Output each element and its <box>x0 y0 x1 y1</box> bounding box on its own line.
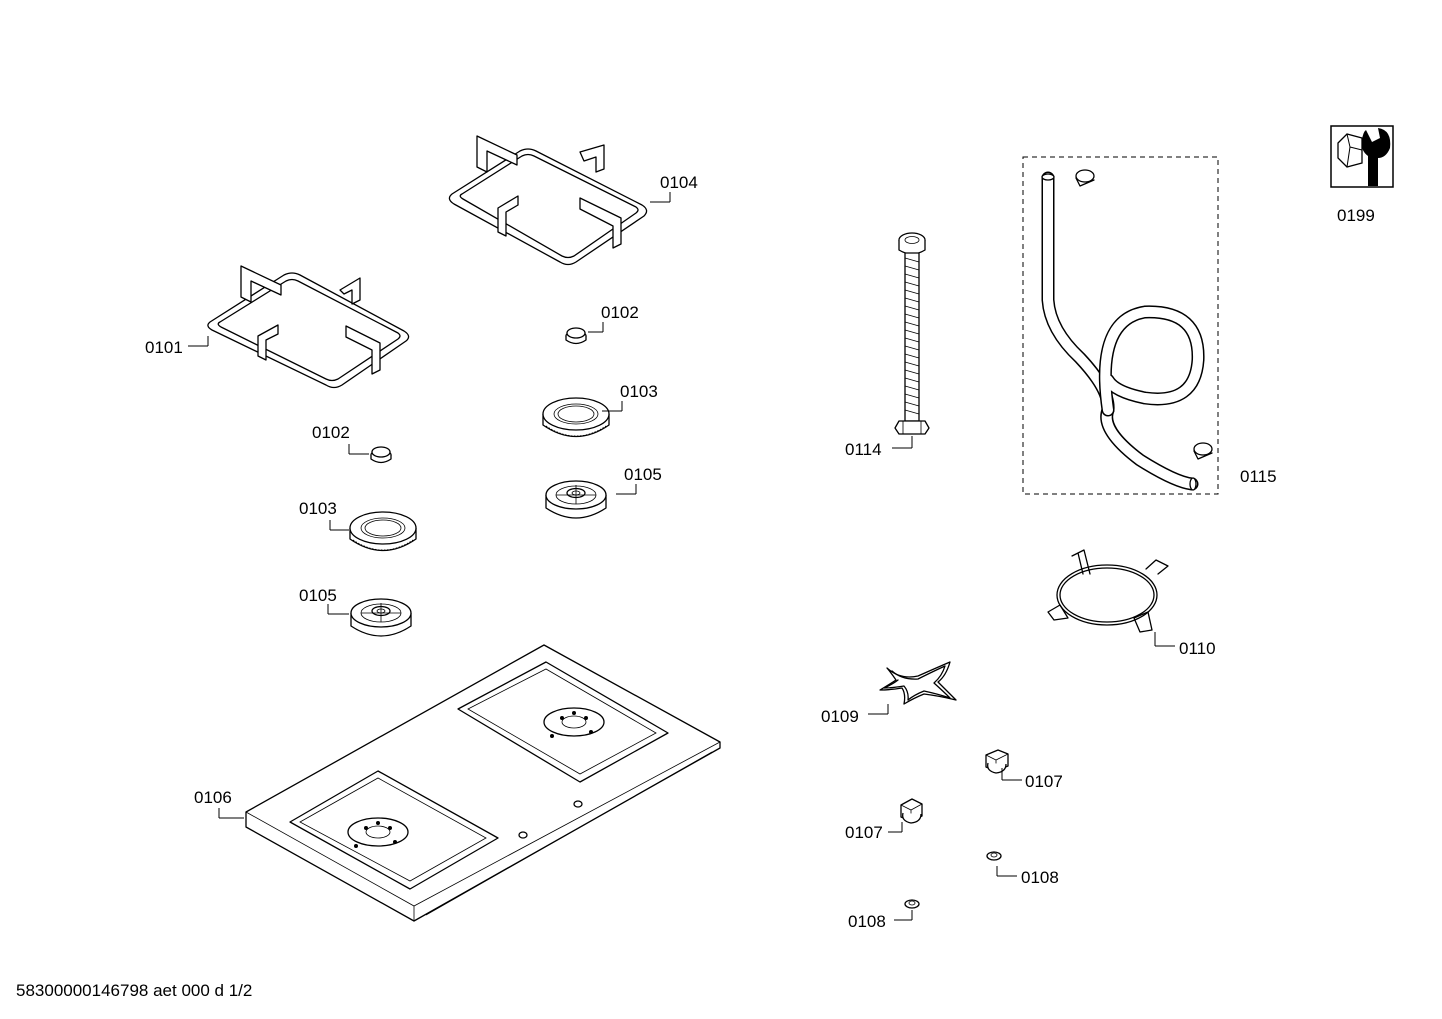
hose-clamp-top <box>1075 169 1095 187</box>
knob-bezel-0108-left <box>904 899 920 909</box>
simmer-plate-0109 <box>879 661 957 705</box>
callout-0101: 0101 <box>145 338 183 357</box>
gas-hose-0115 <box>1041 171 1205 491</box>
burner-ring-0103-left <box>349 511 417 552</box>
pan-support-0101 <box>207 265 410 389</box>
callout-0103-left: 0103 <box>299 499 337 518</box>
pan-support-0104 <box>448 135 648 266</box>
gas-pipe-0114 <box>894 232 930 435</box>
callout-0107-left: 0107 <box>845 823 883 842</box>
cooktop-surface-0106 <box>245 644 721 922</box>
control-knob-0107-right <box>985 749 1009 774</box>
callout-0107-right: 0107 <box>1025 772 1063 791</box>
callout-0102-left: 0102 <box>312 423 350 442</box>
burner-cap-0102-right <box>565 327 587 345</box>
callout-0114: 0114 <box>845 440 882 459</box>
callout-0108-left: 0108 <box>848 912 886 931</box>
wok-ring-0110 <box>1047 549 1169 633</box>
burner-base-0105-left <box>350 598 412 637</box>
callout-0104: 0104 <box>660 173 698 192</box>
callout-0109: 0109 <box>821 707 859 726</box>
document-footer-id: 58300000146798 aet 000 d 1/2 <box>16 981 253 1000</box>
control-knob-0107-left <box>900 798 923 824</box>
burner-base-0105-right <box>545 480 607 519</box>
callout-0105-left: 0105 <box>299 586 337 605</box>
hose-clamp-bottom <box>1193 442 1213 460</box>
callout-0115: 0115 <box>1240 467 1277 486</box>
wrench-nut-icon <box>1330 125 1394 188</box>
burner-ring-0103-right <box>542 397 610 438</box>
callout-0105-right: 0105 <box>624 465 662 484</box>
callout-0102-right: 0102 <box>601 303 639 322</box>
hose-kit-group-box <box>1022 156 1219 495</box>
knob-bezel-0108-right <box>986 851 1002 861</box>
callout-0199: 0199 <box>1337 206 1375 225</box>
callout-0108-right: 0108 <box>1021 868 1059 887</box>
callout-0106: 0106 <box>194 788 232 807</box>
callout-0103-right: 0103 <box>620 382 658 401</box>
burner-cap-0102-left <box>370 446 392 464</box>
callout-0110: 0110 <box>1179 639 1216 658</box>
